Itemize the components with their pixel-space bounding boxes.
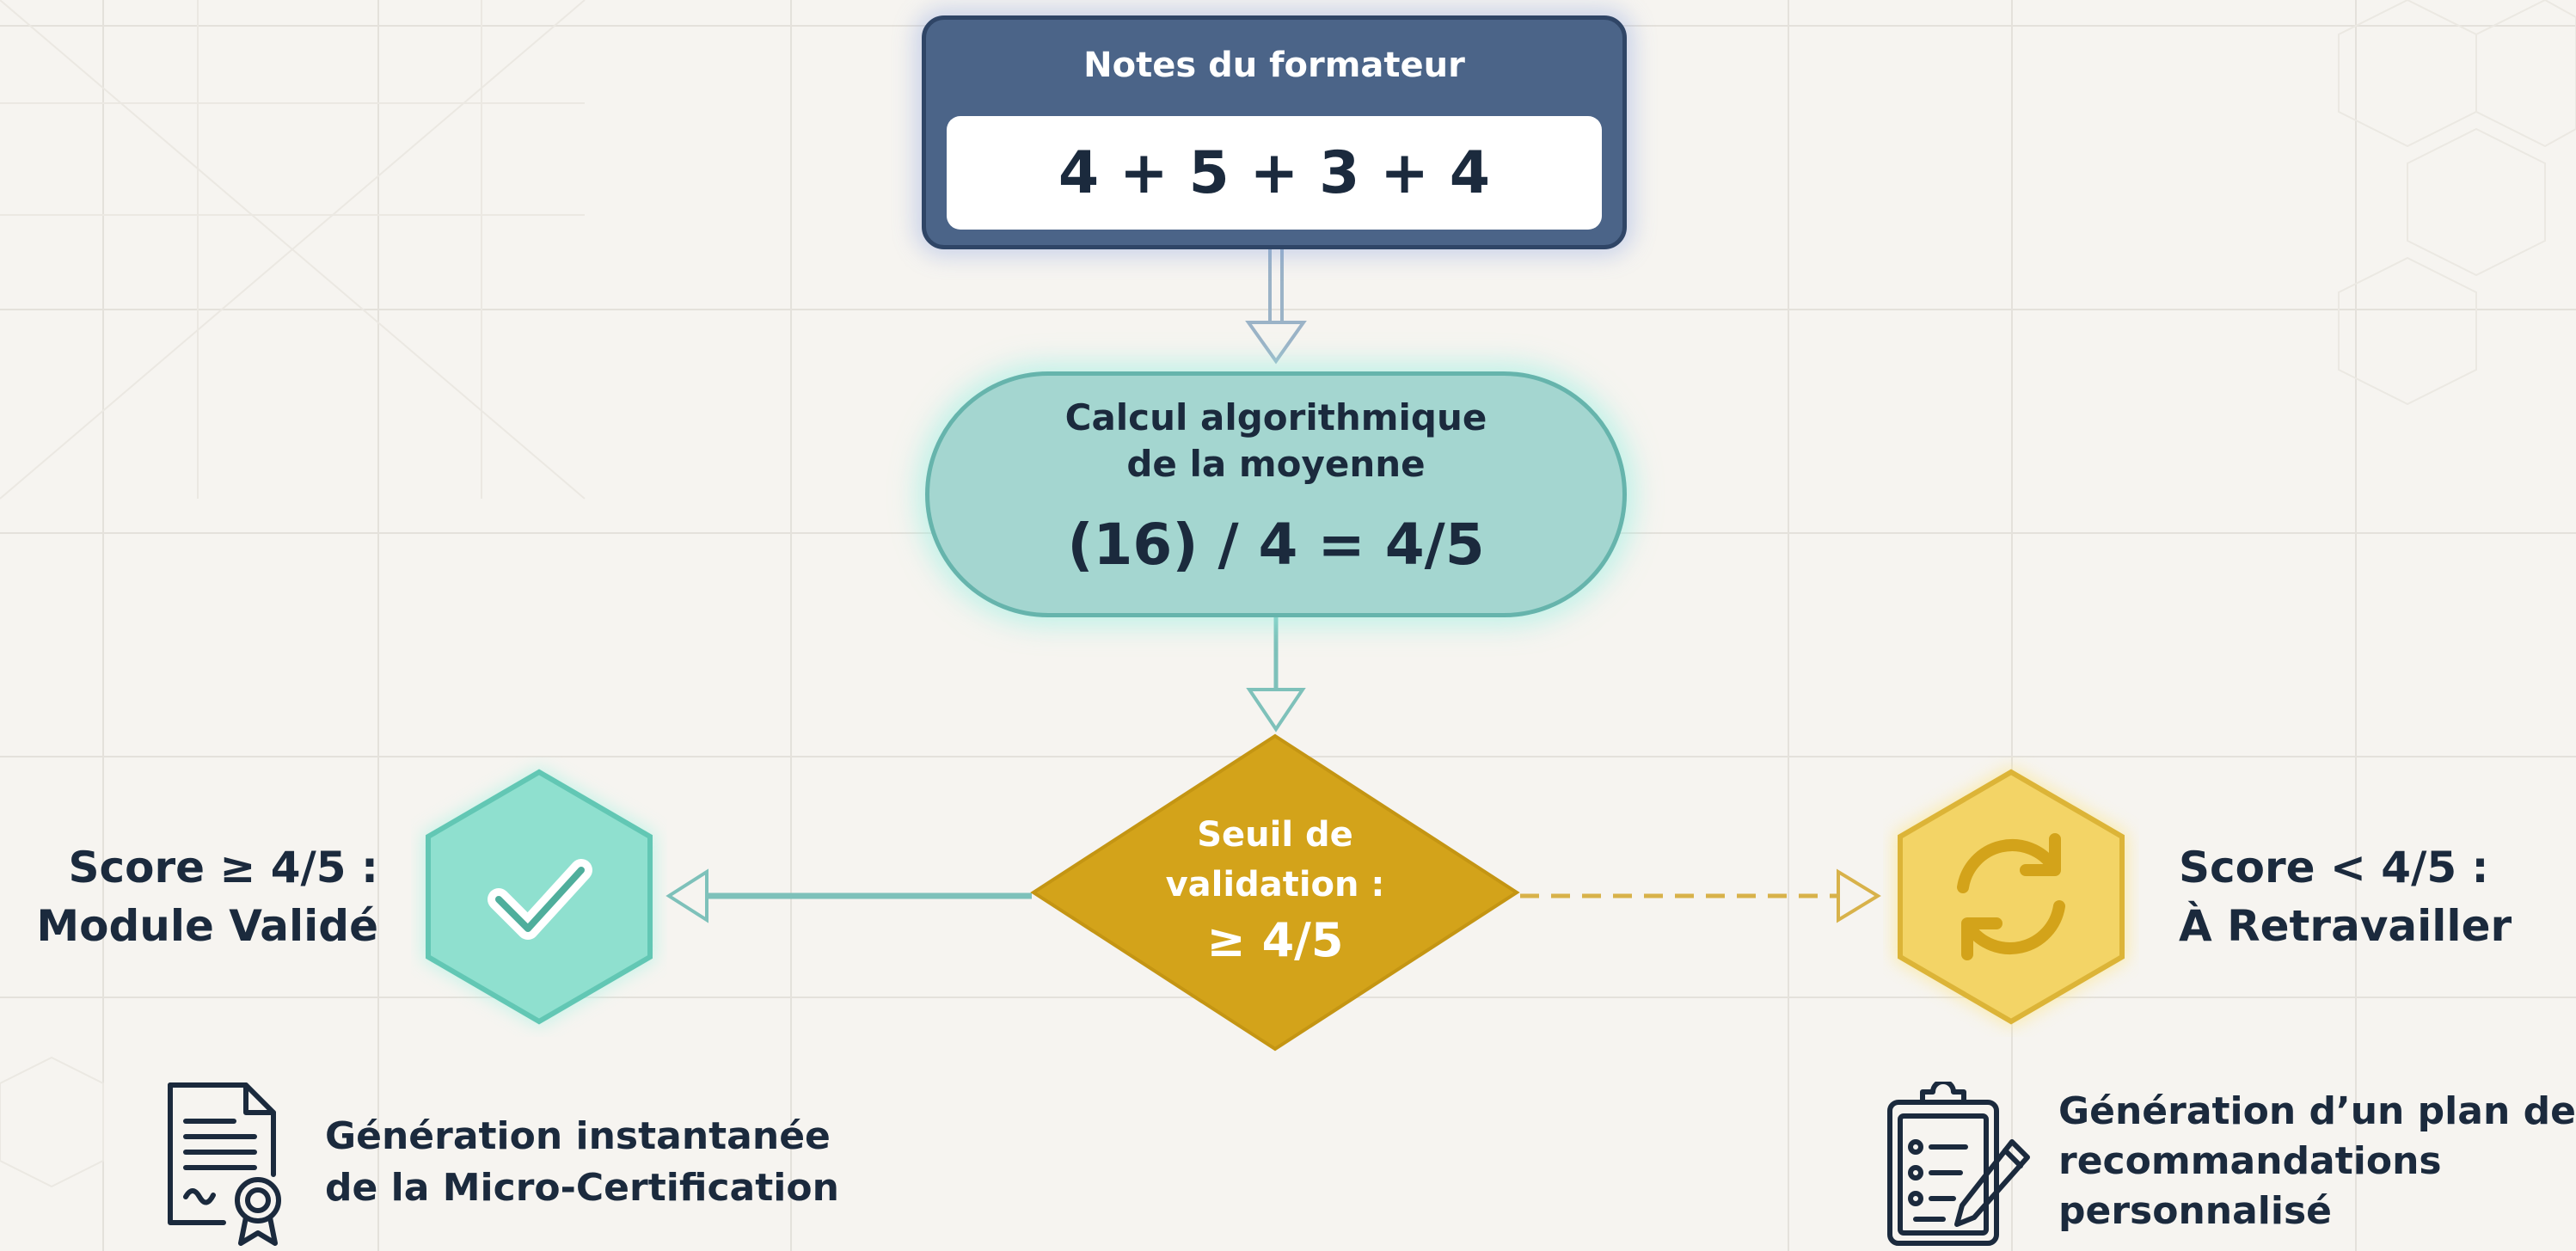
average-calculation-box: Calcul algorithmique de la moyenne (16) …	[925, 371, 1627, 617]
checkmark-icon	[488, 859, 592, 940]
arrow-calc-to-threshold	[1246, 617, 1306, 733]
retry-score-condition: Score < 4/5 :	[2179, 843, 2489, 892]
arrow-threshold-to-retry	[1520, 868, 1881, 923]
certificate-icon	[168, 1082, 281, 1246]
calculation-title-line2: de la moyenne	[1126, 443, 1426, 485]
arrow-threshold-to-valid	[665, 868, 1032, 923]
retry-score-label: Score < 4/5 : À Retravailler	[2179, 838, 2557, 955]
retry-score-status: À Retravailler	[2179, 901, 2512, 951]
module-validated-hexagon	[423, 767, 655, 1027]
plan-text-line2: recommandations	[2058, 1139, 2442, 1183]
threshold-label-line1: Seuil de	[1197, 815, 1353, 855]
certificate-text-line2: de la Micro-Certification	[325, 1166, 839, 1210]
trainer-notes-values: 4 + 5 + 3 + 4	[947, 116, 1602, 230]
clipboard-checklist-icon	[1887, 1082, 2030, 1246]
validated-score-status: Module Validé	[36, 901, 378, 951]
refresh-icon	[1957, 833, 2065, 960]
trainer-notes-title: Notes du formateur	[1083, 46, 1465, 85]
retry-hexagon	[1895, 767, 2127, 1027]
validated-score-condition: Score ≥ 4/5 :	[68, 843, 378, 892]
arrow-notes-to-calc	[1245, 249, 1307, 365]
threshold-value: ≥ 4/5	[1206, 913, 1344, 967]
calculation-formula: (16) / 4 = 4/5	[1067, 512, 1485, 578]
calculation-title-line1: Calcul algorithmique	[1064, 396, 1487, 438]
validated-score-label: Score ≥ 4/5 : Module Validé	[0, 838, 378, 955]
threshold-diamond	[1030, 733, 1520, 1052]
recommendation-plan-text: Génération d’un plan de recommandations …	[2058, 1087, 2576, 1236]
certificate-text-line1: Génération instantanée	[325, 1114, 831, 1158]
certificate-generation-text: Génération instantanée de la Micro-Certi…	[325, 1111, 839, 1214]
trainer-notes-box: Notes du formateur 4 + 5 + 3 + 4	[922, 15, 1627, 249]
plan-text-line1: Génération d’un plan de	[2058, 1089, 2576, 1133]
plan-text-line3: personnalisé	[2058, 1189, 2332, 1233]
threshold-text: Seuil de validation : ≥ 4/5	[1133, 810, 1417, 972]
threshold-label-line2: validation :	[1165, 865, 1385, 905]
